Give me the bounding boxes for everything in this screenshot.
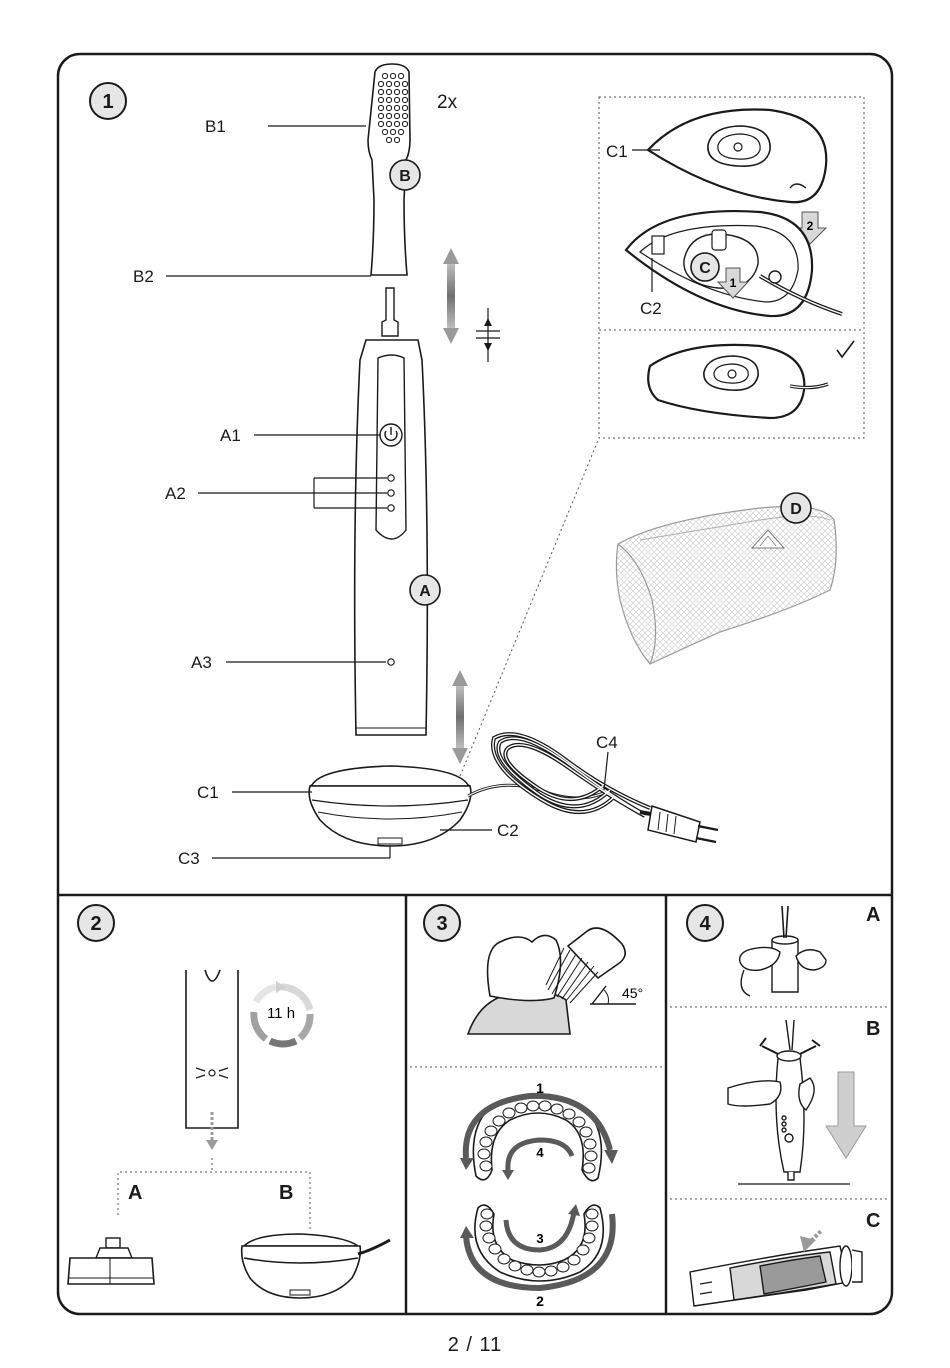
sequence-1: 1 — [536, 1080, 544, 1096]
label-b2: B2 — [133, 267, 154, 286]
inset-label-c2: C2 — [640, 299, 662, 318]
brushing-angle-illustration: 45° — [466, 927, 643, 1035]
inset-step-1: 1 — [730, 276, 737, 290]
page-frame — [56, 52, 894, 1316]
callout-b: B — [399, 168, 411, 185]
label-b1: B1 — [205, 117, 226, 136]
step-number-1: 1 — [102, 91, 113, 113]
lower-jaw-diagram: 3 2 — [460, 1204, 616, 1309]
option-a: A — [128, 1182, 142, 1204]
charge-time: 11 h — [267, 1005, 295, 1022]
callout-a: A — [419, 583, 431, 600]
sequence-4: 4 — [536, 1145, 544, 1160]
options-bracket — [117, 1171, 311, 1232]
label-a3: A3 — [191, 653, 212, 672]
step-number-3: 3 — [436, 913, 447, 935]
quantity-label: 2x — [437, 92, 458, 113]
sub-step-a: A — [866, 904, 880, 926]
sequence-3: 3 — [536, 1231, 543, 1246]
place-arrow — [452, 670, 468, 764]
label-c3: C3 — [178, 849, 200, 868]
label-c2: C2 — [497, 821, 519, 840]
sub-step-c: C — [866, 1210, 880, 1232]
leader-a2 — [198, 477, 387, 509]
angle-label: 45° — [622, 985, 643, 1001]
panel-3: 3 45° — [423, 904, 643, 1309]
callout-d: D — [790, 501, 802, 518]
upper-jaw-diagram: 1 4 — [460, 1080, 618, 1182]
label-a2: A2 — [165, 484, 186, 503]
sequence-2: 2 — [536, 1293, 544, 1309]
callout-badge-a — [409, 574, 441, 606]
toothbrush-handle: A — [353, 287, 441, 736]
step-number-2: 2 — [90, 913, 101, 935]
label-c1: C1 — [197, 783, 219, 802]
step-badge-1 — [89, 82, 127, 120]
brush-head: B — [367, 63, 421, 276]
page-number: 2 / 11 — [447, 1334, 503, 1356]
charge-timer-icon: 11 h — [250, 981, 314, 1048]
open-handle-illustration — [727, 1019, 850, 1185]
inset-label-c1: C1 — [606, 142, 628, 161]
panel-1: 1 2x B B1 B2 — [89, 63, 865, 868]
travel-pouch: D — [615, 492, 837, 665]
inset-callout-c: C — [699, 260, 711, 277]
attach-arrow — [443, 248, 500, 362]
label-a1: A1 — [220, 426, 241, 445]
base-b — [240, 1233, 391, 1299]
battery-illustration — [689, 1245, 863, 1307]
insert-arrow — [806, 1228, 824, 1246]
sub-step-b: B — [866, 1018, 880, 1040]
inset-connector — [459, 437, 600, 777]
detail-inset: C1 2 1 C C2 — [598, 96, 865, 439]
leader-c4 — [603, 751, 609, 791]
panel-2: 2 11 h A B — [67, 904, 391, 1299]
handle-bottom — [185, 970, 239, 1129]
checkmark-icon — [836, 340, 855, 359]
step-number-4: 4 — [699, 913, 711, 935]
option-b: B — [279, 1182, 293, 1204]
panel-4: 4 A B C — [686, 904, 880, 1307]
label-c4: C4 — [596, 733, 618, 752]
base-a — [67, 1237, 155, 1285]
remove-head-illustration — [738, 905, 827, 997]
press-down-arrow — [825, 1071, 867, 1159]
inset-step-2: 2 — [807, 219, 814, 233]
power-cord — [491, 732, 719, 844]
callout-badge-b — [389, 159, 421, 191]
